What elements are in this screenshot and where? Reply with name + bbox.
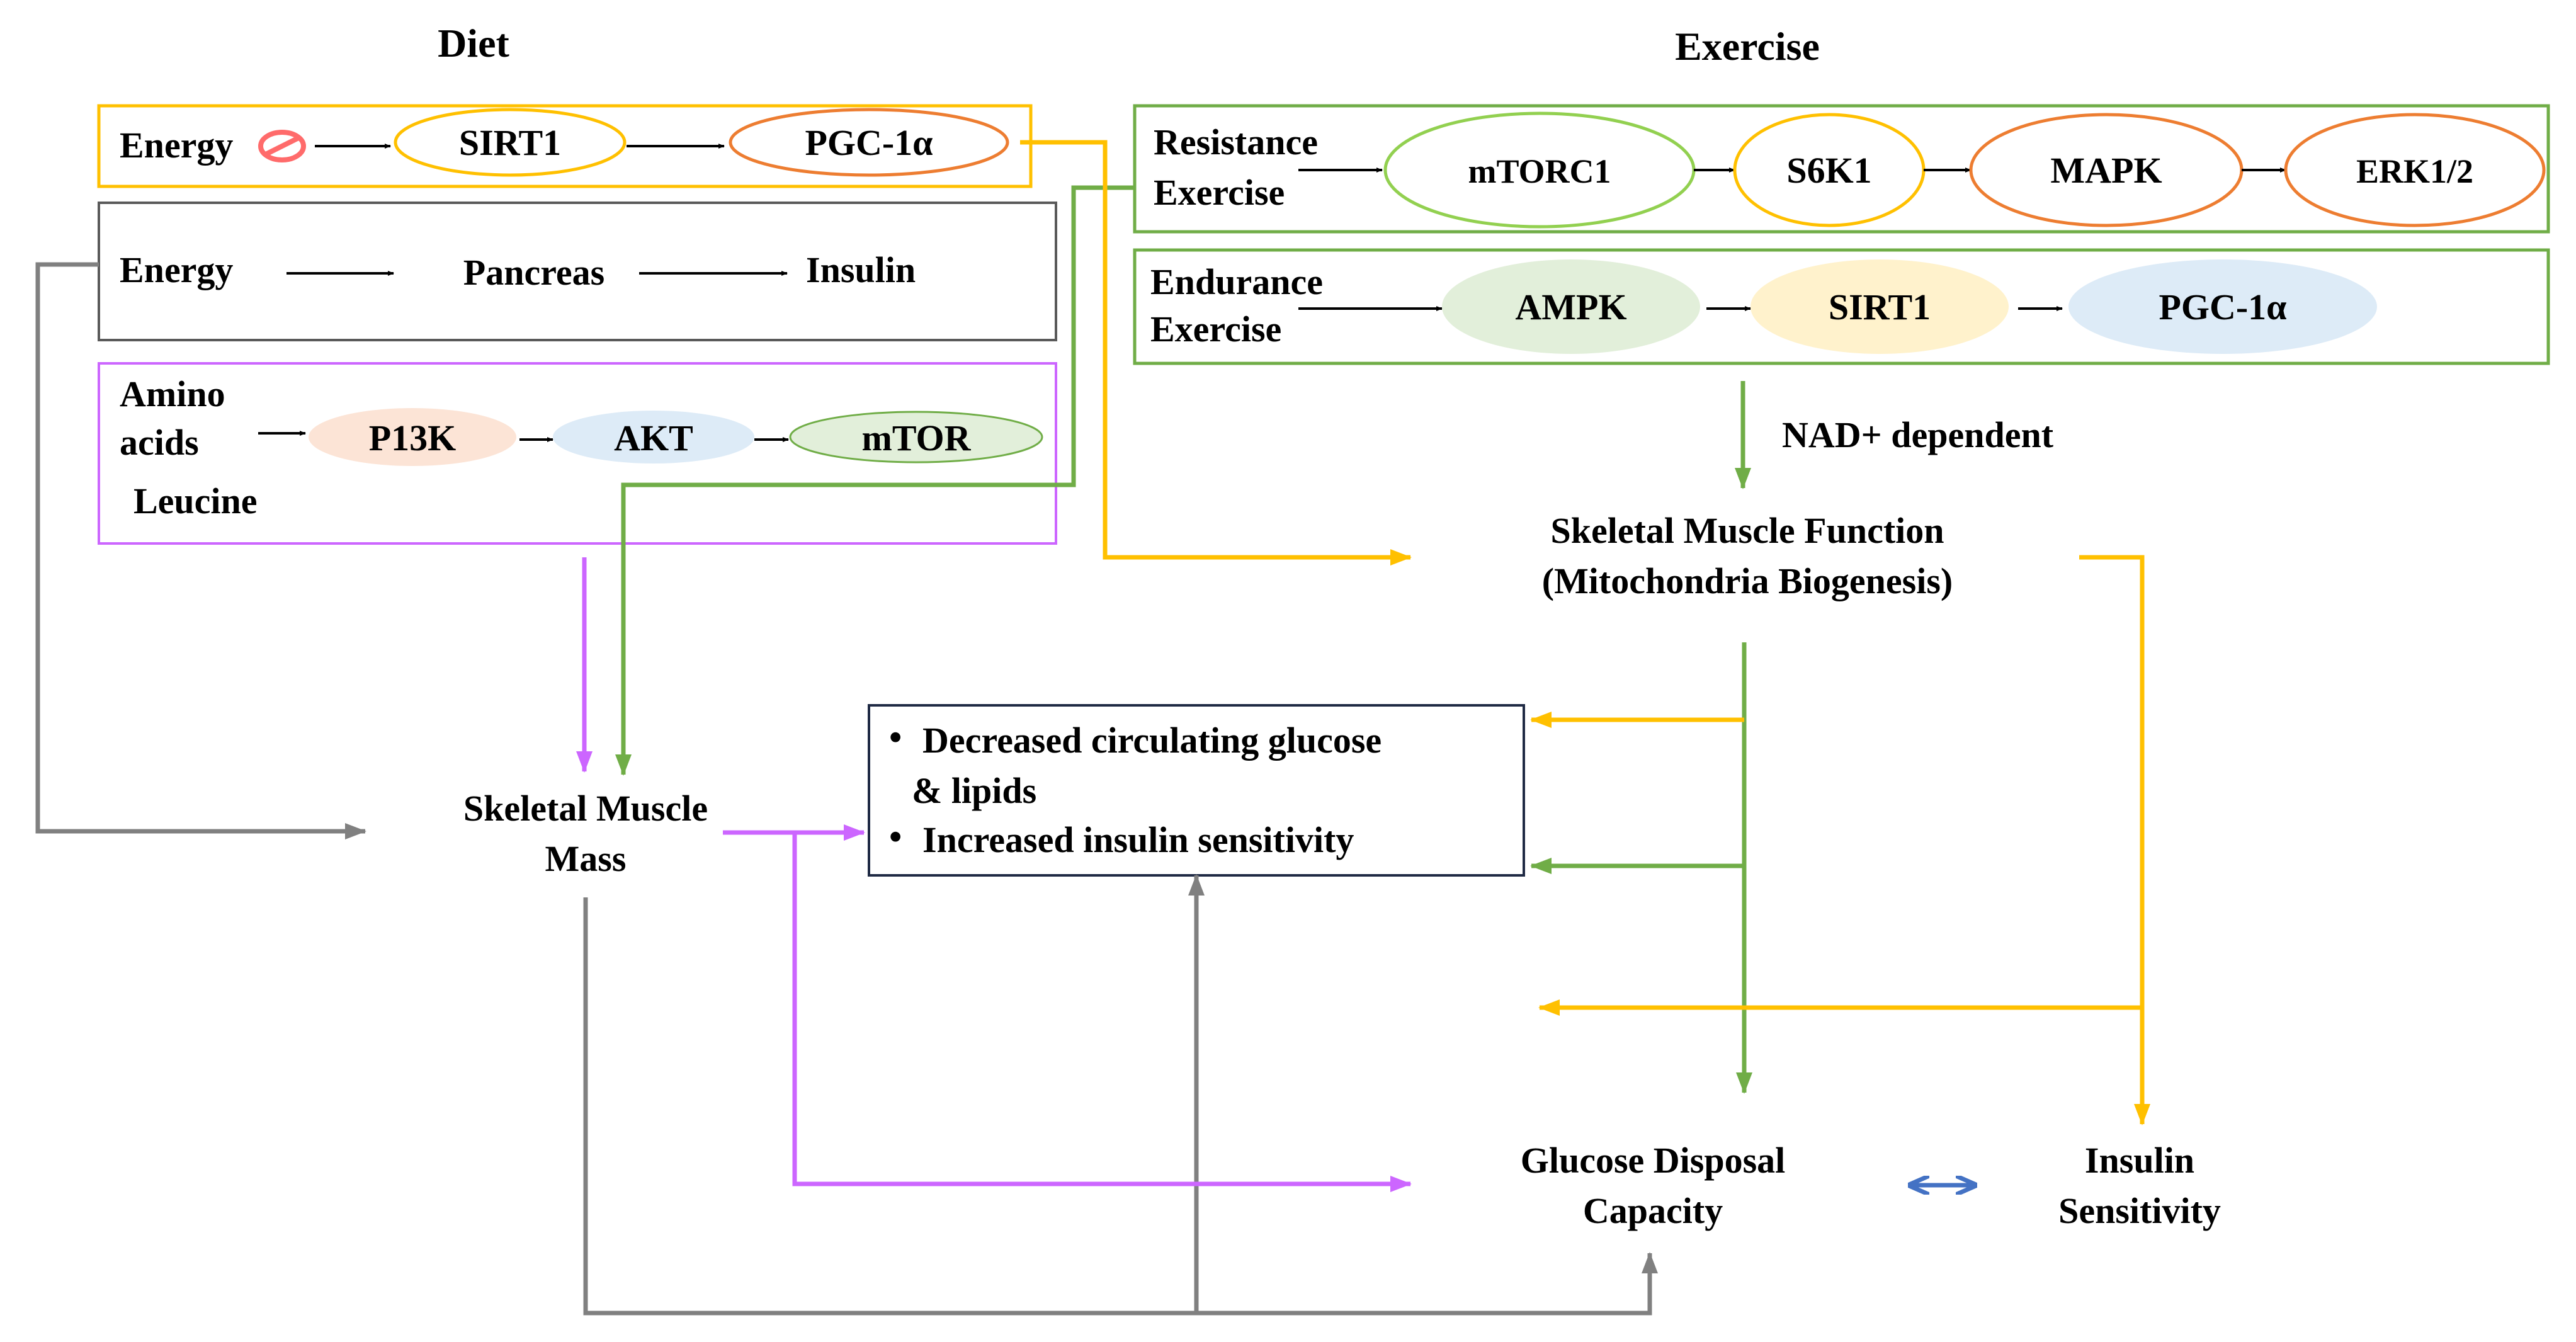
smm-line1: Skeletal Muscle (463, 788, 708, 829)
pgc1a-node (729, 108, 1009, 177)
amino-label: Amino (120, 373, 225, 414)
smf-line2: (Mitochondria Biogenesis) (1542, 560, 1953, 601)
pancreas-label: Pancreas (463, 252, 604, 293)
ampk-node (1442, 259, 1700, 354)
pgc1a-label: PGC-1α (805, 122, 933, 163)
effects-bullet-1: • (889, 717, 902, 758)
mapk-label: MAPK (2050, 150, 2162, 191)
endurance-sirt1-node (1750, 259, 2009, 354)
gray-connector-energy-to-smm (35, 262, 366, 839)
resistance-line2: Exercise (1154, 172, 1285, 213)
diet-energy-restriction-box (97, 104, 1033, 188)
smf-line1: Skeletal Muscle Function (1550, 510, 1944, 551)
mtor-node (789, 411, 1043, 463)
yellow-connector-pgc-to-smf (1020, 140, 1412, 566)
diet-box1-energy-label: Energy (120, 125, 233, 166)
diet-header: Diet (438, 21, 509, 65)
gdc-line1: Glucose Disposal (1521, 1140, 1786, 1181)
mtorc1-label: mTORC1 (1468, 152, 1611, 190)
p13k-node (309, 408, 516, 466)
akt-label: AKT (614, 418, 693, 458)
effects-item1-line1: Decreased circulating glucose (922, 720, 1382, 761)
sirt1-label: SIRT1 (459, 122, 561, 163)
akt-node (553, 411, 754, 463)
sirt1-node (394, 108, 627, 177)
resistance-exercise-box (1133, 104, 2550, 234)
gdc-line2: Capacity (1583, 1190, 1723, 1231)
gray-connector-smm-to-gdc (583, 897, 1658, 1316)
yellow-connector-smf-to-insulin (2079, 555, 2150, 1125)
erk-node (2284, 113, 2546, 227)
endurance-line1: Endurance (1150, 261, 1323, 302)
erk-label: ERK1/2 (2356, 152, 2473, 190)
resistance-line1: Resistance (1154, 122, 1318, 162)
effects-item1-line2: & lipids (912, 770, 1036, 811)
ampk-label: AMPK (1515, 287, 1626, 327)
mtor-label: mTOR (862, 418, 972, 458)
diet-amino-acids-box (98, 362, 1057, 545)
endurance-sirt1-label: SIRT1 (1829, 287, 1931, 327)
s6k1-label: S6K1 (1786, 150, 1871, 191)
insulin-sens-line2: Sensitivity (2058, 1190, 2221, 1231)
endurance-pgc1a-node (2068, 259, 2377, 354)
endurance-exercise-box (1133, 248, 2550, 365)
acids-label: acids (120, 422, 199, 463)
endurance-pgc1a-label: PGC-1α (2159, 287, 2286, 327)
magenta-connector-smm-to-gdc (792, 833, 1412, 1192)
prohibition-icon (258, 130, 306, 162)
insulin-label: Insulin (806, 249, 916, 290)
diet-box2-energy-label: Energy (120, 249, 233, 290)
nad-dependent-label: NAD+ dependent (1782, 414, 2054, 455)
effects-bullet-2: • (889, 816, 902, 857)
diet-energy-insulin-box (98, 202, 1057, 341)
effects-item2: Increased insulin sensitivity (922, 819, 1354, 860)
endurance-line2: Exercise (1150, 309, 1281, 350)
smm-line2: Mass (545, 838, 627, 879)
p13k-label: P13K (369, 418, 457, 458)
insulin-sens-line1: Insulin (2085, 1140, 2194, 1181)
leucine-label: Leucine (133, 481, 258, 521)
green-connector-resistance-to-smm (615, 185, 1135, 776)
exercise-header: Exercise (1675, 24, 1820, 69)
